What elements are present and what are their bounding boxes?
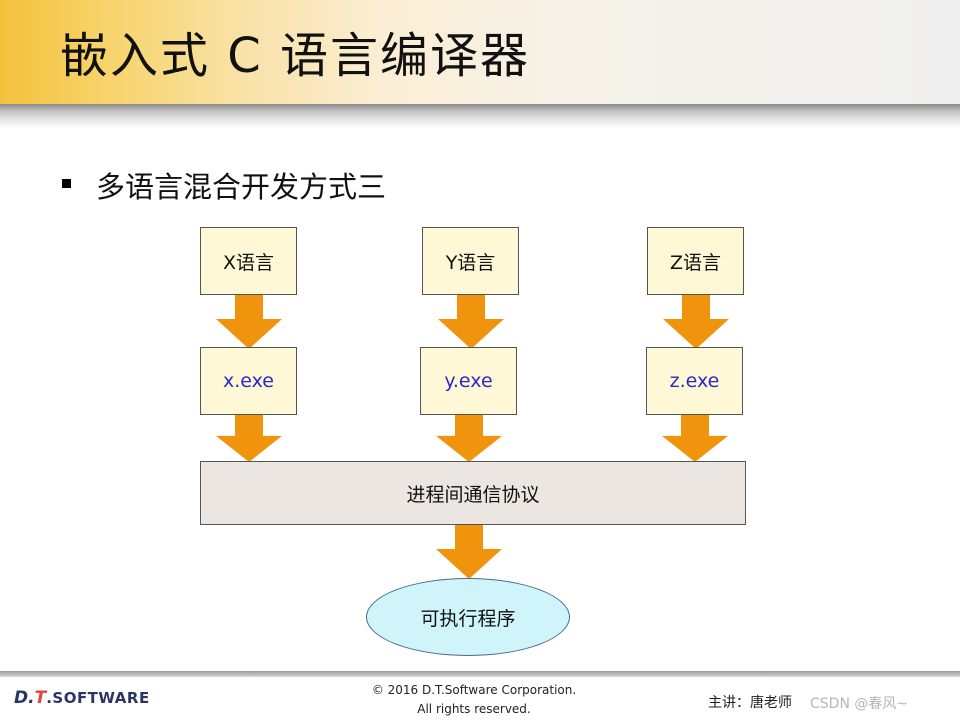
logo-accent: T — [34, 688, 47, 708]
copyright-line-2: All rights reserved. — [417, 702, 531, 716]
arrow-down-icon — [216, 295, 282, 349]
language-box-z: Z语言 — [647, 227, 744, 295]
language-box-y: Y语言 — [422, 227, 519, 295]
arrow-down-icon — [438, 295, 504, 349]
arrow-down-icon — [436, 415, 502, 462]
arrow-down-icon — [663, 295, 729, 349]
title-bar — [0, 0, 960, 104]
ipc-protocol-box: 进程间通信协议 — [200, 461, 746, 525]
arrow-down-icon — [216, 415, 282, 462]
lecturer-label: 主讲：唐老师 — [708, 695, 792, 711]
watermark: CSDN @春风~ — [810, 696, 909, 712]
footer-divider — [0, 671, 960, 677]
arrow-down-icon — [662, 415, 728, 462]
title-shadow — [0, 104, 960, 128]
bullet-marker — [62, 179, 71, 188]
copyright-line-1: © 2016 D.T.Software Corporation. — [371, 683, 577, 697]
logo-suffix: .SOFTWARE — [46, 689, 150, 707]
exe-box-x: x.exe — [200, 347, 297, 415]
copyright: © 2016 D.T.Software Corporation. All rig… — [360, 681, 588, 719]
language-box-x: X语言 — [200, 227, 297, 295]
bullet-text: 多语言混合开发方式三 — [96, 170, 387, 204]
executable-program-ellipse: 可执行程序 — [366, 578, 570, 656]
slide-title: 嵌入式 C 语言编译器 — [60, 28, 531, 84]
exe-box-y: y.exe — [420, 347, 517, 415]
arrow-down-icon — [436, 525, 502, 579]
logo-prefix: D. — [14, 688, 35, 708]
exe-box-z: z.exe — [646, 347, 743, 415]
dt-software-logo: D.T.SOFTWARE — [14, 688, 150, 708]
